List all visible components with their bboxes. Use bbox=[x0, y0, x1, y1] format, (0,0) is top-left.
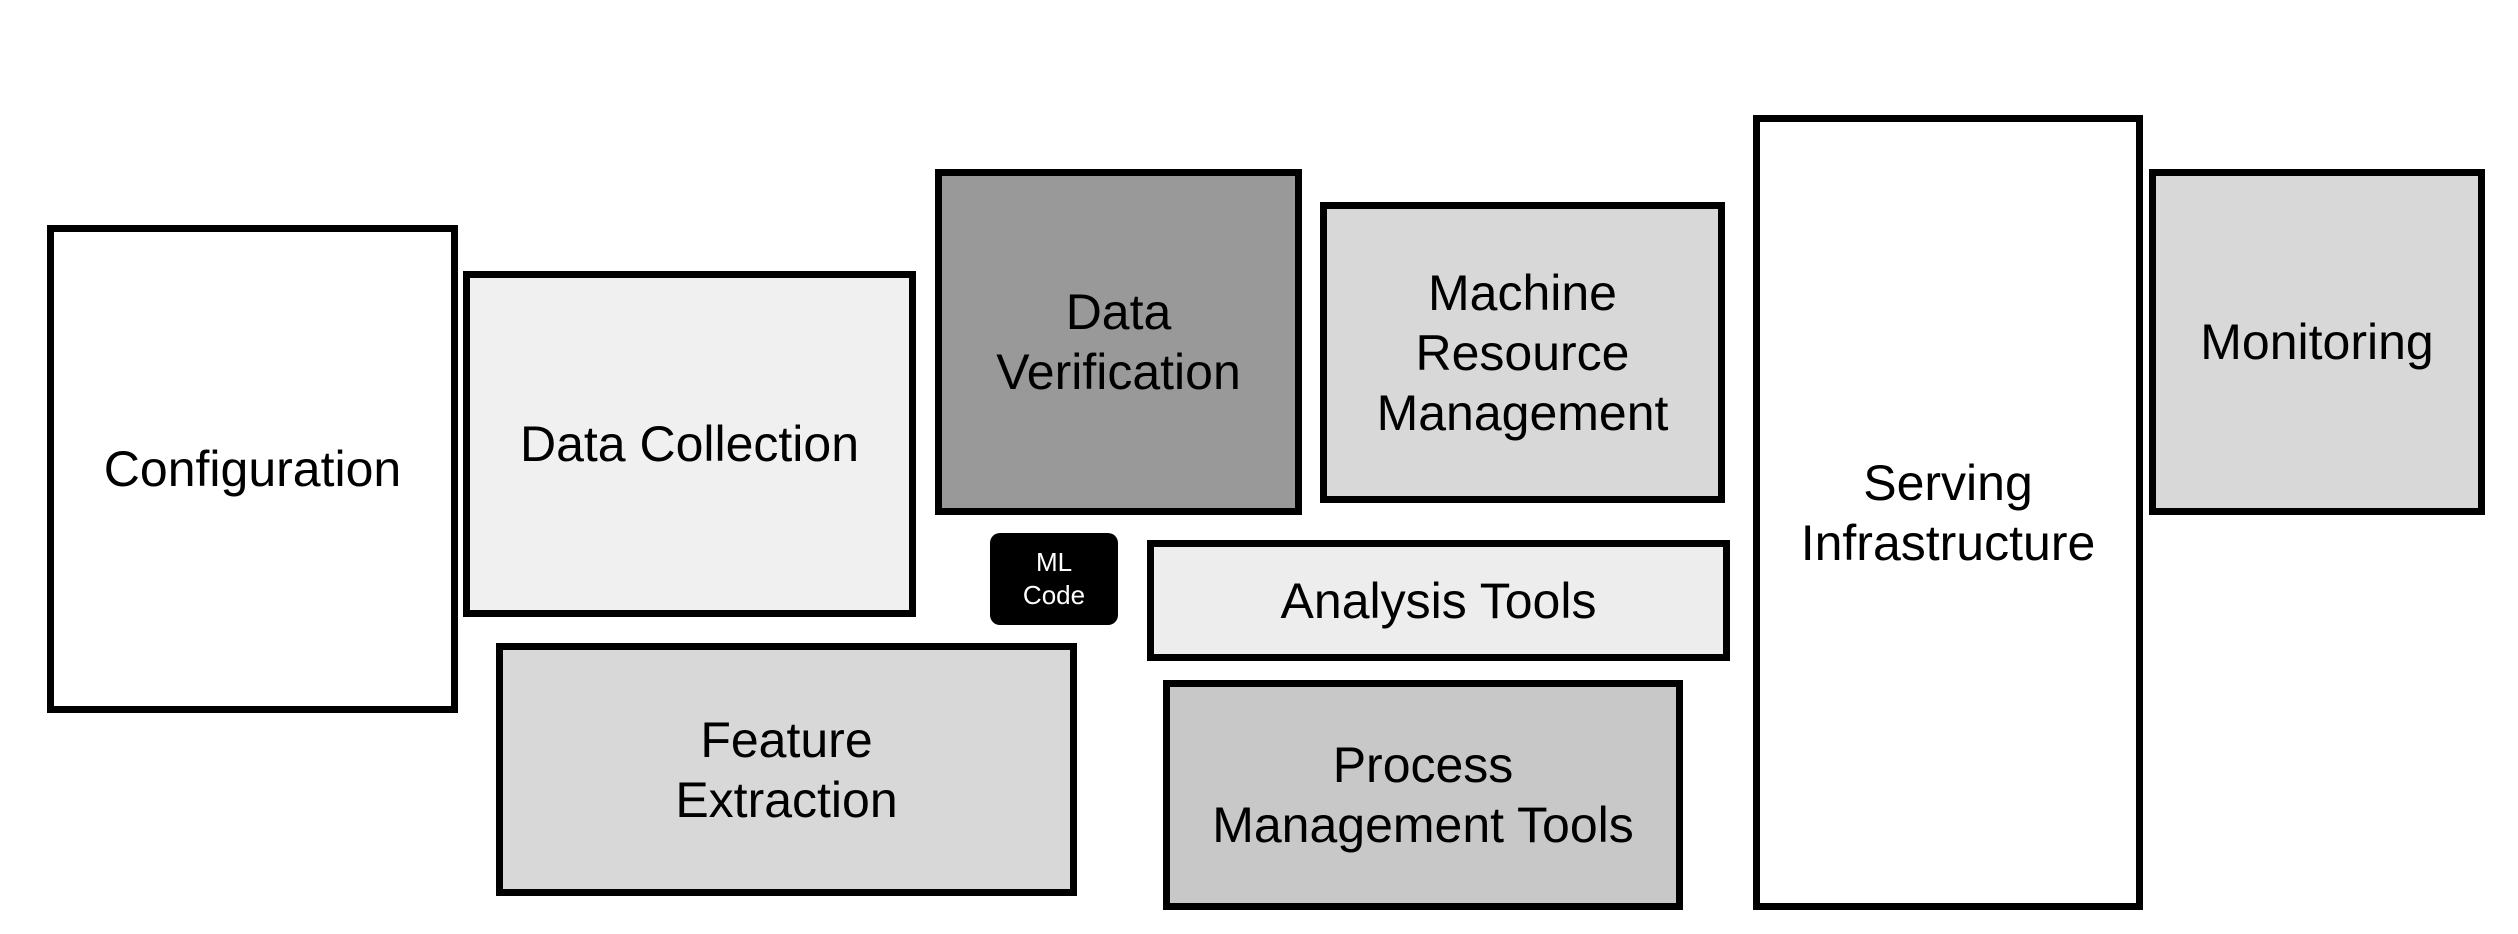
box-monitoring: Monitoring bbox=[2149, 169, 2485, 515]
box-serving-infrastructure-label-line-2: Infrastructure bbox=[1800, 514, 2096, 571]
box-data-collection-label: Data Collection bbox=[519, 416, 860, 472]
box-process-management-tools-label-line-1: Process bbox=[1332, 737, 1514, 793]
box-ml-code: ML Code bbox=[990, 533, 1118, 625]
box-data-collection: Data Collection bbox=[463, 271, 916, 617]
box-configuration-label: Configuration bbox=[103, 441, 402, 497]
box-machine-resource-management-label-line-3: Management bbox=[1376, 384, 1669, 441]
box-serving-infrastructure-label-line-1: Serving bbox=[1863, 454, 2033, 511]
box-machine-resource-management-label-line-2: Resource bbox=[1415, 324, 1630, 381]
box-serving-infrastructure: Serving Infrastructure bbox=[1753, 115, 2143, 910]
box-feature-extraction: Feature Extraction bbox=[496, 643, 1077, 896]
box-machine-resource-management: Machine Resource Management bbox=[1320, 202, 1725, 503]
box-machine-resource-management-label-line-1: Machine bbox=[1428, 264, 1617, 321]
box-data-verification-label-line-1: Data bbox=[1065, 284, 1172, 340]
box-analysis-tools: Analysis Tools bbox=[1147, 540, 1730, 661]
box-monitoring-label: Monitoring bbox=[2200, 314, 2434, 370]
box-process-management-tools: Process Management Tools bbox=[1163, 680, 1683, 910]
box-analysis-tools-label: Analysis Tools bbox=[1280, 572, 1597, 629]
box-data-verification: Data Verification bbox=[935, 169, 1302, 515]
box-feature-extraction-label-line-2: Extraction bbox=[675, 771, 898, 828]
box-feature-extraction-label-line-1: Feature bbox=[700, 711, 873, 768]
box-ml-code-label-line-1: ML bbox=[1035, 547, 1073, 577]
box-data-verification-label-line-2: Verification bbox=[996, 344, 1241, 400]
box-process-management-tools-label-line-2: Management Tools bbox=[1212, 797, 1634, 853]
box-configuration: Configuration bbox=[47, 225, 458, 713]
box-ml-code-label-line-2: Code bbox=[1022, 580, 1086, 610]
